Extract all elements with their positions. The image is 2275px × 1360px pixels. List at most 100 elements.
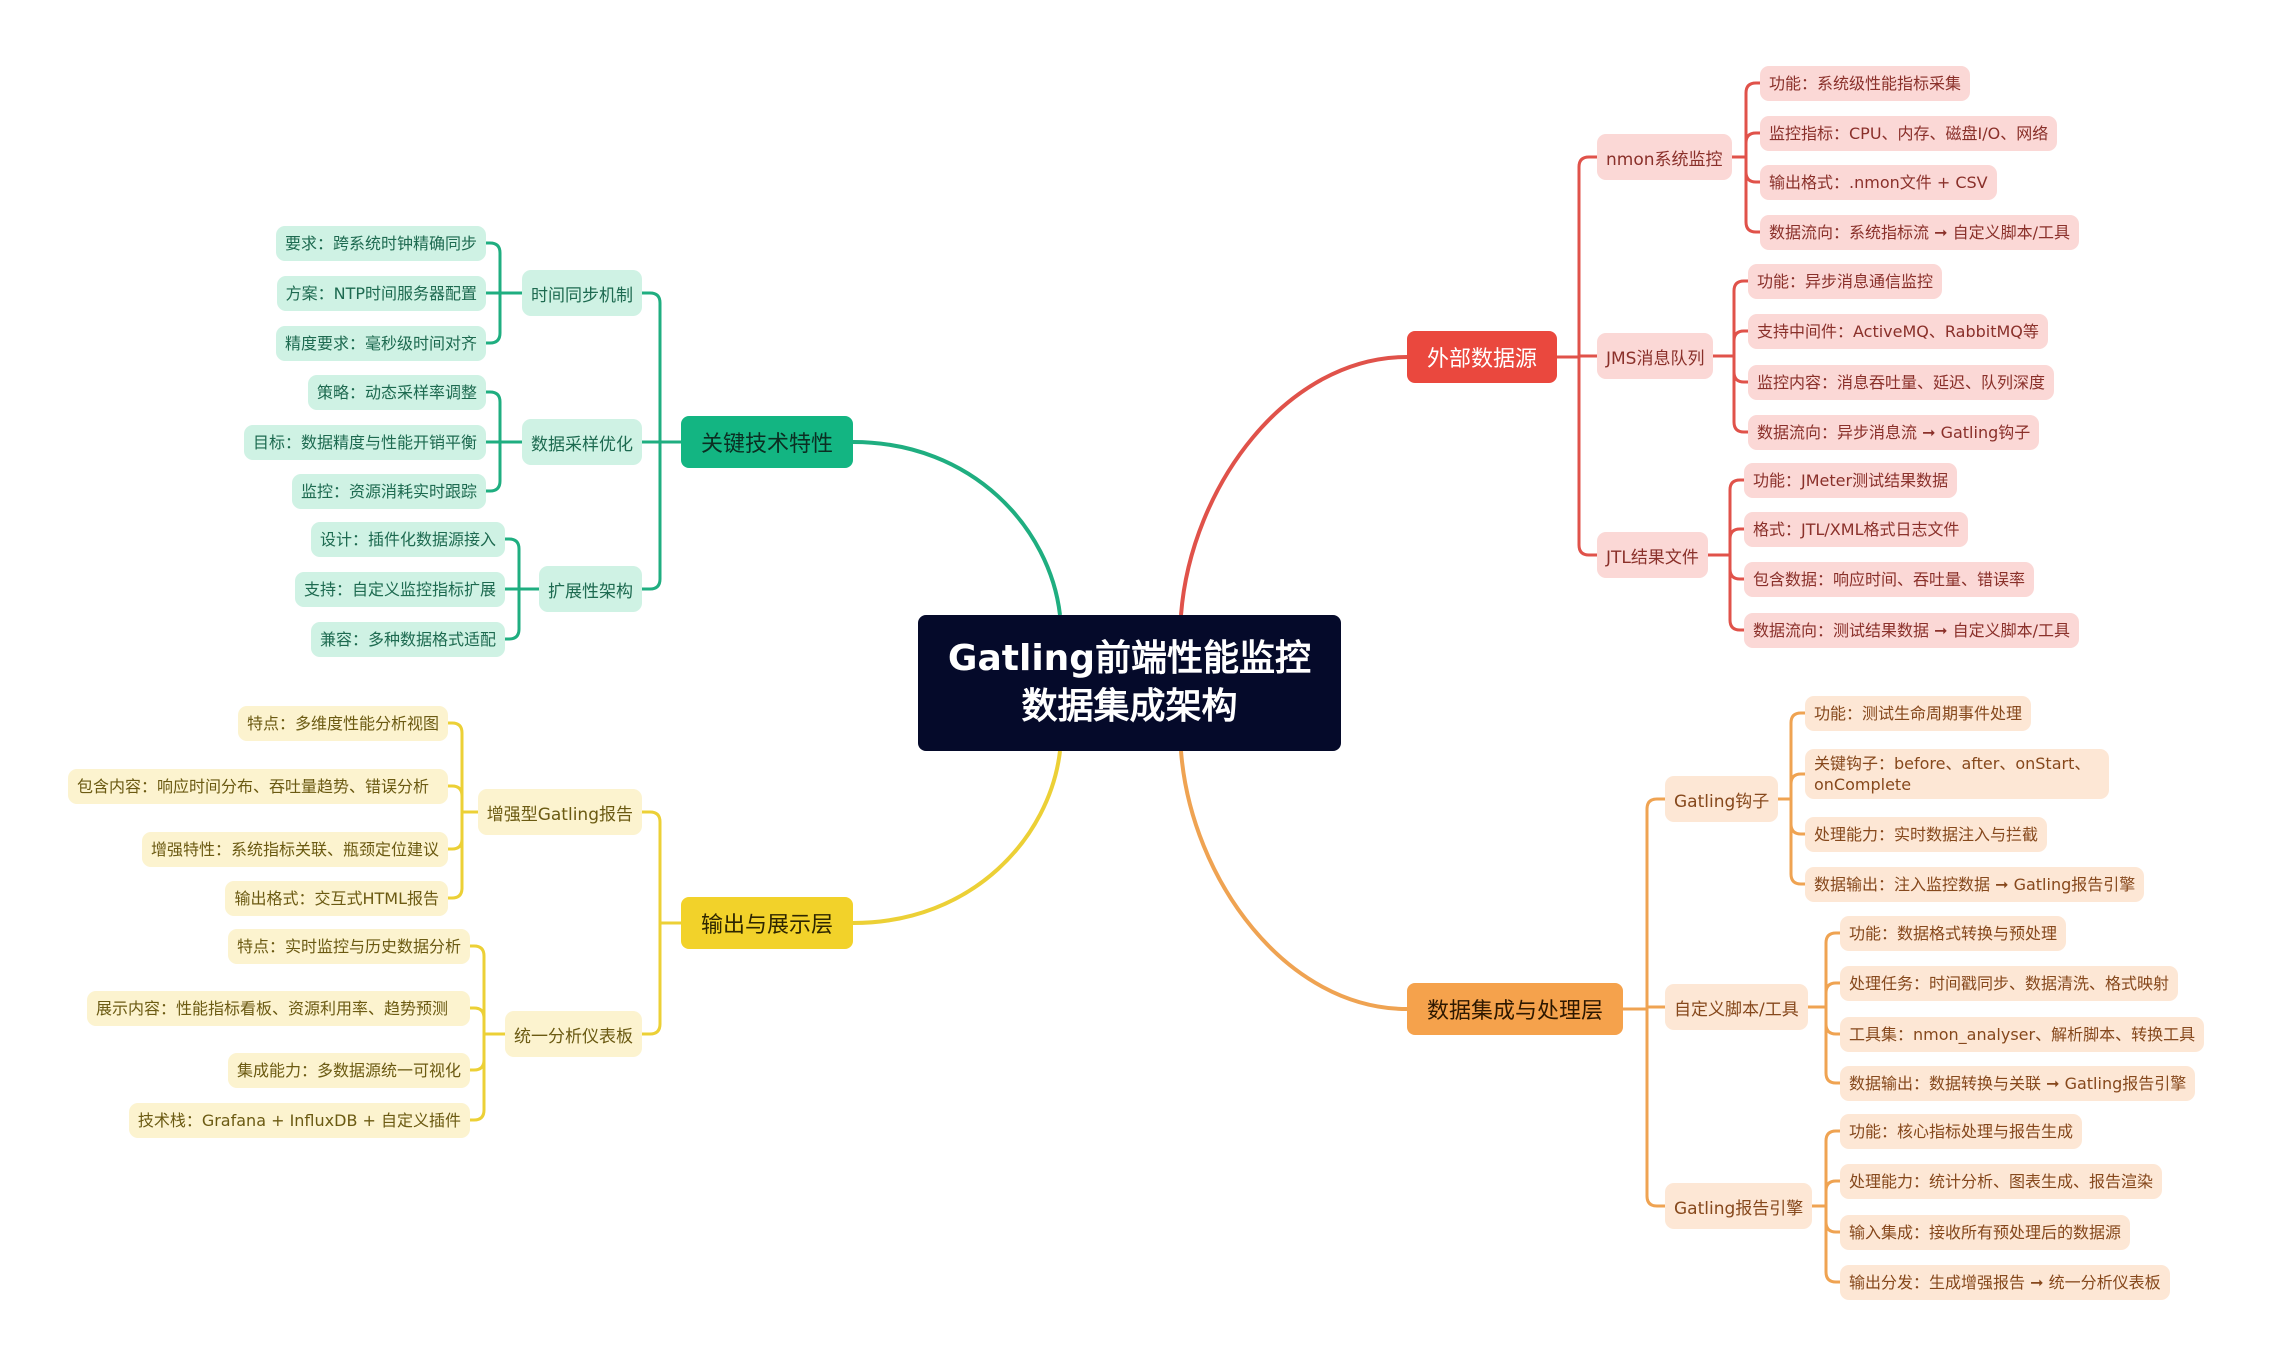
connector-line [486, 291, 522, 345]
connector-line [1623, 797, 1665, 1011]
topic-node[interactable]: 扩展性架构 [539, 566, 642, 612]
branch-green[interactable]: 关键技术特性 [680, 416, 853, 468]
connector-line [486, 440, 522, 493]
central-topic[interactable]: Gatling前端性能监控 数据集成架构 [918, 615, 1341, 751]
connector-line [1812, 1204, 1840, 1284]
connector-line [1808, 981, 1840, 1009]
connector-line [1713, 354, 1748, 384]
leaf-node[interactable]: 关键钩子：before、after、onStart、onComplete [1805, 749, 2109, 799]
leaf-node[interactable]: 处理能力：实时数据注入与拦截 [1805, 816, 2048, 852]
connector-line [852, 440, 1062, 616]
leaf-node[interactable]: 展示内容：性能指标看板、资源利用率、趋势预测 [87, 990, 470, 1026]
leaf-node[interactable]: 处理任务：时间戳同步、数据清洗、格式映射 [1840, 965, 2179, 1001]
leaf-node[interactable]: 监控指标：CPU、内存、磁盘I/O、网络 [1760, 115, 2058, 151]
topic-node[interactable]: JTL结果文件 [1597, 532, 1708, 578]
leaf-node[interactable]: 格式：JTL/XML格式日志文件 [1744, 511, 1969, 547]
leaf-node[interactable]: 策略：动态采样率调整 [307, 374, 486, 410]
connector-line [1713, 329, 1748, 358]
leaf-node[interactable]: 数据流向：系统指标流 ➞ 自定义脚本/工具 [1760, 214, 2079, 250]
connector-line [470, 1006, 505, 1036]
leaf-node[interactable]: 功能：系统级性能指标采集 [1760, 65, 1971, 101]
leaf-node[interactable]: 要求：跨系统时钟精确同步 [275, 225, 486, 261]
leaf-node[interactable]: 处理能力：统计分析、图表生成、报告渲染 [1840, 1163, 2163, 1199]
leaf-node[interactable]: 监控内容：消息吞吐量、延迟、队列深度 [1748, 364, 2055, 400]
connector-line [1708, 553, 1744, 581]
leaf-node[interactable]: 输出格式：.nmon文件 + CSV [1760, 164, 1997, 200]
central-topic-line1: Gatling前端性能监控 [947, 638, 1312, 679]
leaf-node[interactable]: 输入集成：接收所有预处理后的数据源 [1840, 1214, 2131, 1250]
connector-line [1808, 1005, 1840, 1085]
connector-line [1623, 1007, 1665, 1208]
leaf-node[interactable]: 目标：数据精度与性能开销平衡 [243, 424, 486, 460]
leaf-node[interactable]: 包含内容：响应时间分布、吞吐量趋势、错误分析 [68, 768, 448, 804]
leaf-node[interactable]: 功能：数据格式转换与预处理 [1840, 915, 2067, 951]
connector-line [1778, 772, 1805, 801]
leaf-node[interactable]: 特点：多维度性能分析视图 [237, 705, 448, 741]
leaf-node[interactable]: 支持中间件：ActiveMQ、RabbitMQ等 [1748, 313, 2048, 349]
leaf-node[interactable]: 技术栈：Grafana + InfluxDB + 自定义插件 [128, 1102, 470, 1138]
leaf-node[interactable]: 支持：自定义监控指标扩展 [294, 571, 505, 607]
connector-line [642, 440, 681, 591]
topic-node[interactable]: 增强型Gatling报告 [477, 789, 642, 835]
connector-line [470, 944, 505, 1036]
connector-line [852, 750, 1062, 925]
topic-node[interactable]: Gatling钩子 [1665, 776, 1779, 822]
connector-line [1557, 355, 1597, 557]
leaf-node[interactable]: 方案：NTP时间服务器配置 [276, 275, 486, 311]
connector-line [1708, 553, 1744, 632]
leaf-node[interactable]: 数据输出：注入监控数据 ➞ Gatling报告引擎 [1805, 866, 2145, 902]
leaf-node[interactable]: 兼容：多种数据格式适配 [310, 621, 505, 657]
topic-node[interactable]: 统一分析仪表板 [505, 1011, 642, 1057]
connector-line [1557, 155, 1597, 359]
leaf-node[interactable]: 设计：插件化数据源接入 [310, 521, 505, 557]
connector-line [642, 291, 681, 444]
leaf-node[interactable]: 数据流向：异步消息流 ➞ Gatling钩子 [1748, 414, 2040, 450]
connector-line [642, 921, 681, 1036]
connector-line [448, 810, 478, 900]
connector-line [1778, 797, 1805, 886]
leaf-node[interactable]: 数据流向：测试结果数据 ➞ 自定义脚本/工具 [1744, 612, 2079, 648]
branch-red[interactable]: 外部数据源 [1407, 331, 1558, 383]
connector-line [1812, 1179, 1840, 1208]
connector-line [470, 1032, 505, 1072]
leaf-node[interactable]: 包含数据：响应时间、吞吐量、错误率 [1744, 561, 2035, 597]
connector-line [1713, 279, 1748, 358]
leaf-node[interactable]: 输出格式：交互式HTML报告 [225, 880, 448, 916]
leaf-node[interactable]: 集成能力：多数据源统一可视化 [227, 1052, 470, 1088]
connector-line [1708, 478, 1744, 557]
connector-line [505, 537, 539, 591]
leaf-node[interactable]: 精度要求：毫秒级时间对齐 [275, 325, 486, 361]
branch-yellow[interactable]: 输出与展示层 [680, 897, 853, 949]
connector-line [1713, 354, 1748, 434]
topic-node[interactable]: 时间同步机制 [522, 270, 642, 316]
leaf-node[interactable]: 数据输出：数据转换与关联 ➞ Gatling报告引擎 [1840, 1065, 2196, 1101]
connector-line [1179, 355, 1408, 616]
leaf-node[interactable]: 工具集：nmon_analyser、解析脚本、转换工具 [1840, 1016, 2205, 1052]
connector-line [486, 241, 522, 295]
connector-line [1732, 155, 1760, 234]
connector-line [1179, 750, 1408, 1011]
connector-line [470, 1032, 505, 1122]
leaf-node[interactable]: 输出分发：生成增强报告 ➞ 统一分析仪表板 [1840, 1264, 2170, 1300]
connector-line [1732, 131, 1760, 159]
connector-line [486, 390, 522, 444]
connector-line [1808, 1005, 1840, 1036]
topic-node[interactable]: Gatling报告引擎 [1665, 1183, 1813, 1229]
topic-node[interactable]: JMS消息队列 [1597, 333, 1714, 379]
connector-line [642, 810, 681, 925]
connector-line [1708, 527, 1744, 557]
leaf-node[interactable]: 功能：核心指标处理与报告生成 [1840, 1113, 2083, 1149]
topic-node[interactable]: nmon系统监控 [1597, 134, 1732, 180]
branch-orange[interactable]: 数据集成与处理层 [1407, 983, 1624, 1035]
leaf-node[interactable]: 特点：实时监控与历史数据分析 [227, 928, 470, 964]
leaf-node[interactable]: 功能：异步消息通信监控 [1748, 263, 1943, 299]
leaf-node[interactable]: 功能：测试生命周期事件处理 [1805, 695, 2032, 731]
connector-line [1808, 931, 1840, 1009]
topic-node[interactable]: 自定义脚本/工具 [1665, 984, 1808, 1030]
leaf-node[interactable]: 增强特性：系统指标关联、瓶颈定位建议 [141, 831, 448, 867]
leaf-node[interactable]: 功能：JMeter测试结果数据 [1744, 462, 1958, 498]
leaf-node[interactable]: 监控：资源消耗实时跟踪 [291, 473, 486, 509]
topic-node[interactable]: 数据采样优化 [522, 419, 642, 465]
central-topic-line2: 数据集成架构 [1021, 686, 1238, 727]
